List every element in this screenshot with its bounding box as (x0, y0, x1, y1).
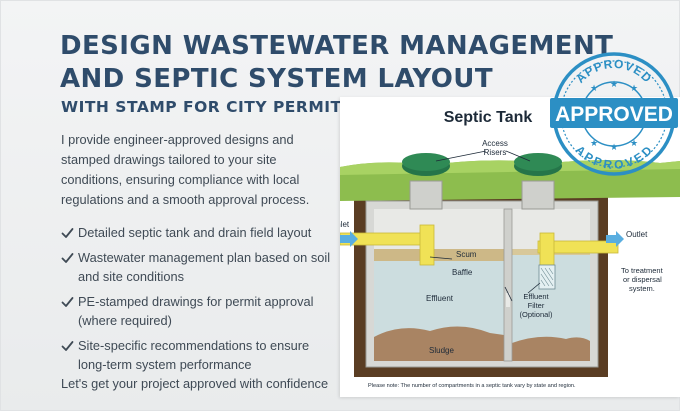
stamp-banner (550, 98, 678, 128)
label-filter-1: Effluent (523, 292, 549, 301)
septic-tank-diagram: Septic Tank Access Risers Inlet Outlet T… (340, 97, 680, 397)
label-access: Access (482, 139, 508, 148)
label-inlet: Inlet (340, 220, 350, 229)
check-icon (61, 341, 74, 351)
feature-text: Detailed septic tank and drain field lay… (78, 225, 312, 240)
call-to-action: Let's get your project approved with con… (61, 376, 329, 391)
feature-item: Wastewater management plan based on soil… (61, 248, 339, 286)
wall-opening (506, 293, 510, 307)
star-icon: ★ (610, 79, 618, 89)
lid-left (402, 153, 450, 171)
label-filter-3: (Optional) (520, 310, 553, 319)
lid-right (514, 153, 562, 171)
riser-right (521, 180, 555, 210)
star-icon: ★ (590, 83, 598, 93)
label-to-treatment-3: system. (629, 284, 655, 293)
riser-left (409, 180, 443, 210)
label-to-treatment-2: or dispersal (623, 275, 662, 284)
sludge-layer (374, 326, 504, 361)
check-icon (61, 297, 74, 307)
feature-text: Site-specific recommendations to ensure … (78, 338, 310, 372)
label-risers: Risers (484, 148, 507, 157)
approved-stamp: APPROVED APPROVED ★ ★ ★ ★ ★ ★ APPROVED (550, 52, 678, 176)
star-icon: ★ (590, 138, 598, 148)
filter-mesh (540, 267, 554, 287)
page-title: Design Wastewater Management and Septic … (60, 30, 620, 96)
label-baffle: Baffle (452, 268, 473, 277)
intro-paragraph: I provide engineer-approved designs and … (61, 132, 310, 207)
leader-wall (504, 286, 513, 302)
star-icon: ★ (630, 83, 638, 93)
diagram-note: Please note: The number of compartments … (368, 383, 576, 389)
label-outlet: Outlet (626, 230, 648, 239)
leader-filter (527, 282, 541, 294)
label-sludge: Sludge (429, 346, 454, 355)
page-subtitle: WITH STAMP FOR CITY PERMIT (61, 98, 342, 116)
outlet-arrow-icon (606, 231, 624, 247)
inlet-tee (419, 224, 435, 266)
leader-baffle (429, 256, 453, 260)
sludge-layer-2 (512, 336, 590, 361)
leader-riser-left (435, 150, 487, 162)
star-icon: ★ (630, 138, 638, 148)
title-line-1: Design Wastewater Management (60, 31, 614, 61)
star-icon: ★ (610, 142, 618, 152)
outlet-pipe (537, 240, 619, 254)
label-filter-2: Filter (528, 301, 545, 310)
outlet-tee (539, 232, 555, 268)
label-effluent: Effluent (426, 294, 454, 303)
septic-diagram-graphic: Septic Tank Access Risers Inlet Outlet T… (340, 109, 680, 389)
diagram-title: Septic Tank (444, 109, 533, 126)
title-line-2: and Septic System Layout (60, 64, 493, 94)
feature-item: Site-specific recommendations to ensure … (61, 336, 339, 374)
label-scum: Scum (456, 250, 477, 259)
label-to-treatment-1: To treatment (621, 266, 664, 275)
check-icon (61, 253, 74, 263)
inlet-arrow-icon (340, 231, 358, 247)
leader-riser-right (505, 150, 531, 162)
feature-list: Detailed septic tank and drain field lay… (61, 223, 339, 380)
feature-text: PE-stamped drawings for permit approval … (78, 294, 314, 328)
compartment-wall (503, 208, 513, 362)
scum-layer (374, 249, 504, 261)
feature-text: Wastewater management plan based on soil… (78, 250, 331, 284)
feature-item: PE-stamped drawings for permit approval … (61, 292, 339, 330)
feature-item: Detailed septic tank and drain field lay… (61, 223, 339, 242)
stamp-banner-text: APPROVED (555, 103, 673, 126)
check-icon (61, 228, 74, 238)
